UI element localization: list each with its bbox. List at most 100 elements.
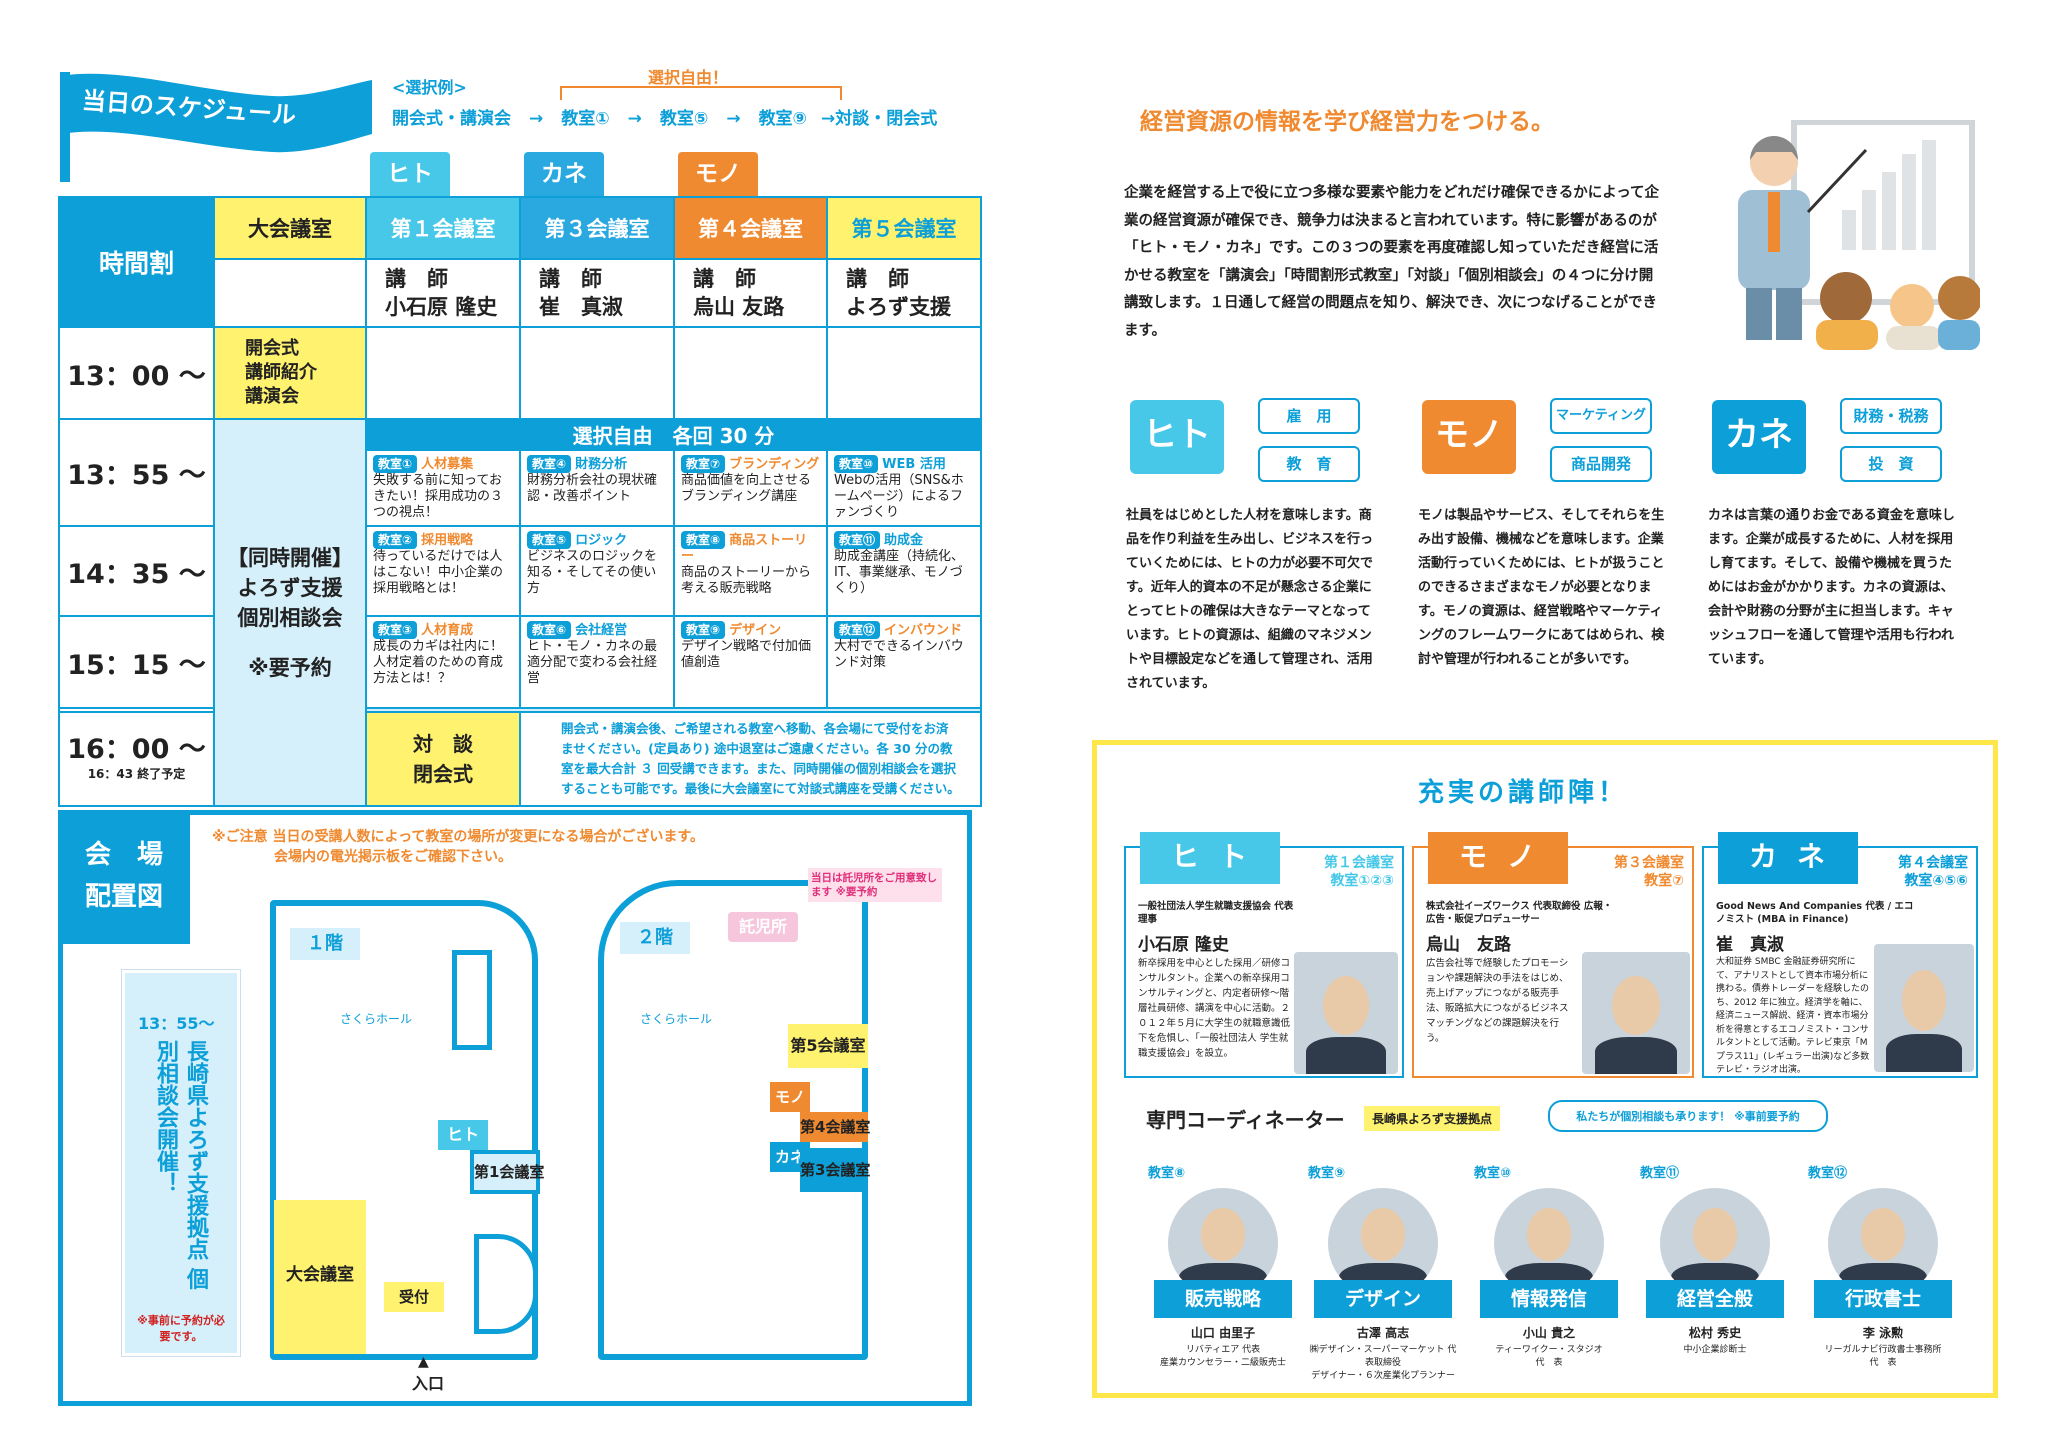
opening-blank-1	[365, 326, 521, 420]
coord2-name: 古澤 高志	[1356, 1326, 1410, 1340]
coord5-topic: 行政書士	[1814, 1280, 1952, 1318]
example-label: <選択例>	[392, 78, 467, 97]
card3-name: 崔 真淑	[1716, 935, 1784, 955]
opening-blank-4	[826, 326, 982, 420]
time-1600: 16：00 〜16：43 終了予定	[58, 711, 215, 807]
coordinator-5: 教室⑫ 行政書士 李 泳勲 リーガルナビ行政書士事務所代 表	[1808, 1162, 1958, 1392]
coord3-name: 小山 貴之	[1522, 1326, 1576, 1340]
floor1-room1: 第1会議室	[470, 1150, 544, 1194]
room-header-5: 第５会議室	[826, 196, 982, 260]
venue-notice-2: 会場内の電光掲示板をご確認下さい。	[274, 849, 512, 865]
resource-mono-text: モノは製品やサービス、そしてそれらを生み出す設備、機械などを意味します。企業活動…	[1418, 508, 1665, 667]
card1-room: 第１会議室教室①②③	[1324, 855, 1394, 889]
example-flow: 開会式・講演会→教室①→教室⑤→教室⑨→対談・閉会式	[392, 109, 938, 129]
floor1-reception: 受付	[384, 1282, 444, 1312]
coord3-room: 教室⑩	[1474, 1166, 1512, 1181]
coord4-name: 松村 秀史	[1688, 1326, 1742, 1340]
coord3-topic: 情報発信	[1480, 1280, 1618, 1318]
time-header: 時間割	[58, 196, 215, 328]
coord5-title: リーガルナビ行政書士事務所代 表	[1824, 1345, 1942, 1368]
card1-photo	[1294, 952, 1398, 1074]
card2-photo	[1582, 952, 1690, 1074]
floor2-room5: 第5会議室	[788, 1024, 868, 1068]
card1-org: 一般社団法人学生就職支援協会 代表理事	[1138, 901, 1294, 925]
floor2-label: ２階	[620, 922, 690, 954]
resource-hito-text: 社員をはじめとした人材を意味します。商品を作り利益を生み出し、ビジネスを行ってい…	[1126, 508, 1374, 691]
coord1-room: 教室⑧	[1148, 1166, 1186, 1181]
floor2-room4: 第4会議室	[800, 1112, 870, 1142]
card1-name: 小石原 隆史	[1138, 935, 1229, 955]
coord5-name: 李 泳勲	[1862, 1326, 1904, 1340]
card2-bio: 広告会社等で経験したプロモーションや課題解決の手法をはじめ、売上げアップにつなが…	[1426, 958, 1569, 1044]
free-choice-label: 選択自由！	[648, 68, 729, 87]
card3-tag: カネ	[1718, 832, 1858, 884]
lecturer-empty	[213, 258, 367, 328]
coord-bubble: 私たちが個別相談も承ります！ ※事前要予約	[1548, 1100, 1828, 1132]
coord1-topic: 販売戦略	[1154, 1280, 1292, 1318]
floor1-stair-curve	[474, 1234, 538, 1334]
floor1-tag-hito: ヒト	[438, 1120, 488, 1150]
coord1-title: リバティエア 代表産業カウンセラー・二級販売士	[1159, 1345, 1286, 1368]
closing-cell: 対 談閉会式	[365, 711, 521, 807]
room-header-3: 第３会議室	[519, 196, 675, 260]
card1-bio: 新卒採用を中心とした採用／研修コンサルタント。企業への新卒採用コンサルティングと…	[1138, 958, 1291, 1059]
card3-photo	[1874, 944, 1974, 1072]
floor1-label: １階	[290, 928, 360, 960]
coord3-title: ティーワイクー・スタジオ代 表	[1495, 1345, 1603, 1368]
floor2-hall: さくらホール	[640, 1012, 713, 1026]
coord4-room: 教室⑪	[1640, 1166, 1680, 1181]
lecturers-heading: 充実の講師陣！	[1418, 778, 1629, 808]
card2-tag: モノ	[1428, 832, 1568, 884]
nursery-note: 当日は託児所をご用意致します ※要予約	[808, 868, 942, 902]
resource-kane-tag: カネ	[1712, 400, 1806, 474]
time-1435: 14：35 〜	[58, 525, 215, 617]
floor1-big-room: 大会議室	[274, 1200, 366, 1354]
room-header-1: 第１会議室	[365, 196, 521, 260]
card1-tag: ヒト	[1140, 832, 1280, 884]
coord5-room: 教室⑫	[1808, 1166, 1848, 1181]
resource-kane-text: カネは言葉の通りお金である資金を意味します。企業が成長するために、人材を採用し育…	[1708, 508, 1955, 667]
coord-heading: 専門コーディネーター	[1146, 1108, 1345, 1132]
coordinator-4: 教室⑪ 経営全般 松村 秀史 中小企業診断士	[1640, 1162, 1790, 1392]
resource-mono-sub2: 商品開発	[1550, 446, 1652, 482]
consult-sidebar	[122, 970, 240, 1356]
resource-hito-sub1: 雇 用	[1258, 398, 1360, 434]
coordinator-1: 教室⑧ 販売戦略 山口 由里子 リバティエア 代表産業カウンセラー・二級販売士	[1148, 1162, 1298, 1392]
coord4-topic: 経営全般	[1646, 1280, 1784, 1318]
floor2-nursery: 託児所	[728, 912, 798, 942]
floor1-entrance: 入口	[412, 1374, 445, 1393]
coord-badge: 長崎県よろず支援拠点	[1364, 1106, 1501, 1131]
room-header-4: 第４会議室	[673, 196, 828, 260]
consult-text: 長崎県よろず支援拠点 個別相談会開催！	[153, 1040, 208, 1290]
time-1515: 15：15 〜	[58, 615, 215, 709]
presentation-illustration	[1738, 120, 1980, 350]
opening-cell: 開会式講師紹介講演会	[213, 326, 367, 420]
resource-hito-sub2: 教 育	[1258, 446, 1360, 482]
lecturer-card-3: カネ 第４会議室教室④⑤⑥ Good News And Companies 代表…	[1702, 832, 1978, 1078]
intro-body: 企業を経営する上で役に立つ多様な要素や能力をどれだけ確保できるかによって企業の経…	[1124, 185, 1660, 339]
room-header-main-hall: 大会議室	[213, 196, 367, 260]
consult-time: 13：55〜	[138, 1014, 215, 1033]
consult-note: ※事前に予約が必要です。	[137, 1314, 225, 1343]
concurrent-cell: 【同時開催】よろず支援個別相談会※要予約	[213, 418, 367, 807]
time-1300: 13：00 〜	[58, 326, 215, 420]
venue-notice-1: ※ご注意 当日の受講人数によって教室の場所が変更になる場合がございます。	[212, 829, 704, 845]
coord2-title: ㈱デザイン・スーパーマーケット 代表取締役デザイナー・６次産業化プランナー	[1309, 1345, 1457, 1381]
floor1-hall: さくらホール	[340, 1012, 413, 1026]
venue-map	[58, 810, 972, 1406]
card3-room: 第４会議室教室④⑤⑥	[1898, 855, 1968, 889]
opening-blank-3	[673, 326, 828, 420]
card3-org: Good News And Companies 代表 / エコノミスト (MBA…	[1716, 901, 1914, 925]
